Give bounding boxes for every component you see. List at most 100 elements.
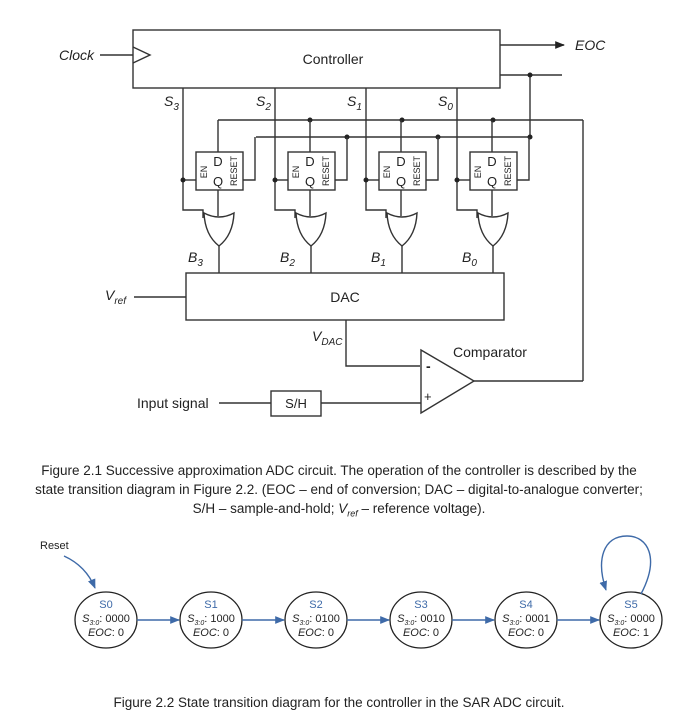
or-gate bbox=[295, 211, 327, 247]
figure1-caption: Figure 2.1 Successive approximation ADC … bbox=[20, 461, 658, 524]
state-output-s: S3:0: 1000 bbox=[187, 613, 235, 627]
reset-label: Reset bbox=[40, 540, 69, 552]
state-name: S1 bbox=[204, 599, 217, 611]
state-circle bbox=[599, 591, 663, 649]
junction-dot bbox=[180, 177, 186, 183]
reset-arrow bbox=[63, 555, 96, 589]
state-output-eoc: EOC: 0 bbox=[298, 627, 334, 639]
select-line bbox=[274, 88, 296, 218]
reset-wire bbox=[426, 137, 439, 181]
vdac-label: VDAC bbox=[312, 328, 343, 348]
input-signal-label: Input signal bbox=[137, 395, 209, 411]
bit-line-label: B1 bbox=[371, 249, 386, 269]
reset-wire bbox=[517, 137, 530, 181]
junction-dot bbox=[490, 117, 496, 123]
state-name: S4 bbox=[519, 599, 532, 611]
flipflop-q-pin: Q bbox=[213, 174, 223, 189]
select-line bbox=[182, 88, 204, 218]
state-output-s: S3:0: 0000 bbox=[607, 613, 655, 627]
state-output-s: S3:0: 0100 bbox=[292, 613, 340, 627]
or-gate bbox=[203, 211, 235, 247]
flipflop-reset-pin: RESET bbox=[321, 155, 331, 186]
flipflop-d-pin: D bbox=[487, 154, 496, 169]
flipflop-reset-pin: RESET bbox=[503, 155, 513, 186]
sample-hold-label: S/H bbox=[285, 396, 307, 411]
state-output-s: S3:0: 0010 bbox=[397, 613, 445, 627]
d-flipflop bbox=[195, 151, 244, 191]
state-name: S0 bbox=[99, 599, 112, 611]
d-flipflop bbox=[469, 151, 518, 191]
select-line-label: S3 bbox=[164, 93, 179, 113]
d-flipflop bbox=[287, 151, 336, 191]
flipflop-q-pin: Q bbox=[487, 174, 497, 189]
junction-dot bbox=[272, 177, 278, 183]
clock-input-symbol bbox=[132, 46, 152, 64]
vdac-wire bbox=[345, 320, 420, 367]
controller-block: Controller bbox=[132, 29, 501, 89]
state-output-eoc: EOC: 1 bbox=[613, 627, 649, 639]
junction-dot bbox=[527, 134, 533, 140]
comparator-plus: + bbox=[424, 389, 432, 404]
or-gate bbox=[477, 211, 509, 247]
state-name: S2 bbox=[309, 599, 322, 611]
state-output-s: S3:0: 0000 bbox=[82, 613, 130, 627]
flipflop-reset-pin: RESET bbox=[412, 155, 422, 186]
bit-line-label: B3 bbox=[188, 249, 203, 269]
d-flipflop bbox=[378, 151, 427, 191]
flipflop-en-pin: EN bbox=[382, 166, 392, 179]
reset-wire bbox=[335, 137, 348, 181]
junction-dot bbox=[454, 177, 460, 183]
bit-line-label: B0 bbox=[462, 249, 477, 269]
state-output-eoc: EOC: 0 bbox=[508, 627, 544, 639]
junction-dot bbox=[527, 72, 533, 78]
controller-box bbox=[132, 29, 501, 89]
figure2-caption: Figure 2.2 State transition diagram for … bbox=[113, 695, 565, 710]
state-output-eoc: EOC: 0 bbox=[193, 627, 229, 639]
comparator-label: Comparator bbox=[453, 344, 527, 360]
eoc-label: EOC bbox=[575, 37, 606, 53]
select-line-label: S0 bbox=[438, 93, 453, 113]
dac-label: DAC bbox=[330, 289, 360, 305]
state-output-s: S3:0: 0001 bbox=[502, 613, 550, 627]
sample-hold-box bbox=[270, 390, 322, 417]
state-name: S3 bbox=[414, 599, 427, 611]
state-output-eoc: EOC: 0 bbox=[403, 627, 439, 639]
reset-wire bbox=[243, 137, 256, 181]
select-line bbox=[365, 88, 387, 218]
self-loop-arrow-s5 bbox=[599, 535, 652, 595]
flipflop-en-pin: EN bbox=[291, 166, 301, 179]
flipflop-d-pin: D bbox=[213, 154, 222, 169]
dac-box bbox=[185, 272, 505, 321]
figure1-caption-line2: state transition diagram in Figure 2.2. … bbox=[35, 482, 643, 497]
or-gate bbox=[386, 211, 418, 247]
figure1-caption-line3: S/H – sample-and-hold; Vref – reference … bbox=[192, 501, 486, 519]
state-output-eoc: EOC: 0 bbox=[88, 627, 124, 639]
flipflop-en-pin: EN bbox=[473, 166, 483, 179]
junction-dot bbox=[363, 177, 369, 183]
figure1-caption-line1: Figure 2.1 Successive approximation ADC … bbox=[41, 463, 637, 478]
flipflop-d-pin: D bbox=[396, 154, 405, 169]
junction-dot bbox=[399, 117, 405, 123]
flipflop-en-pin: EN bbox=[199, 166, 209, 179]
flipflop-q-pin: Q bbox=[396, 174, 406, 189]
select-line-label: S1 bbox=[347, 93, 362, 113]
comparator-minus: - bbox=[426, 358, 431, 374]
state-name: S5 bbox=[624, 599, 637, 611]
flipflop-q-pin: Q bbox=[305, 174, 315, 189]
select-line-label: S2 bbox=[256, 93, 271, 113]
clock-label: Clock bbox=[59, 47, 95, 63]
flipflop-d-pin: D bbox=[305, 154, 314, 169]
